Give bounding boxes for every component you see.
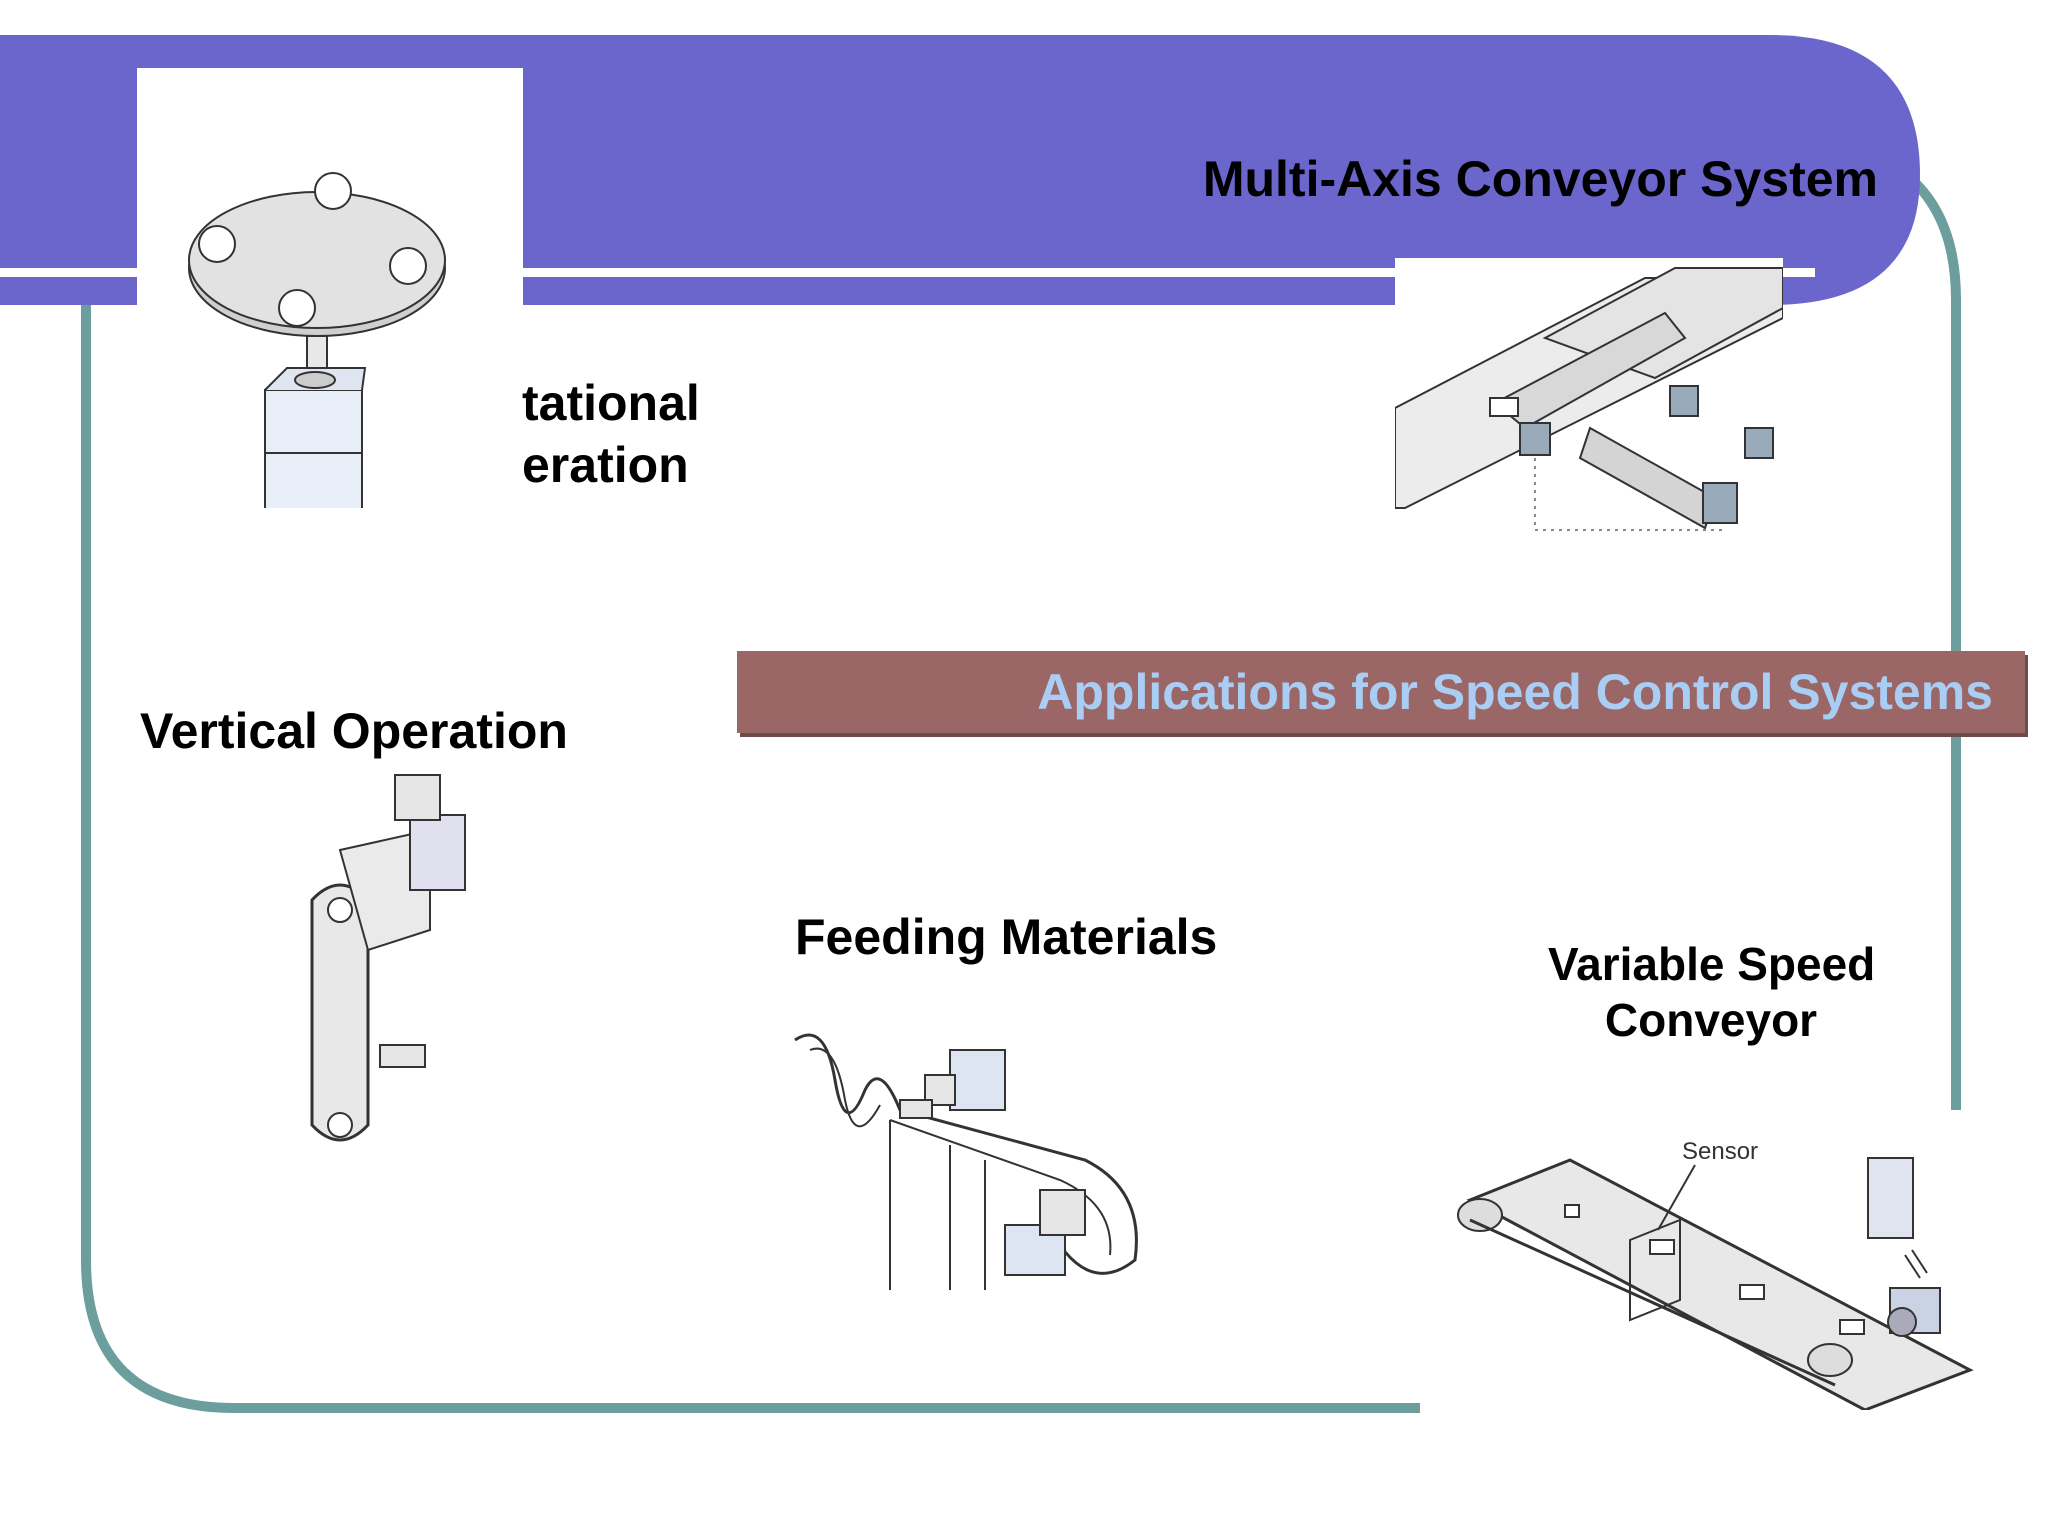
vertical-belt-drive-icon <box>310 774 466 1142</box>
sensor-label: Sensor <box>1682 1138 1759 1165</box>
slide-title: Multi-Axis Conveyor System <box>1202 151 1878 207</box>
vertical-operation-illustration <box>300 760 490 1160</box>
vertical-operation-label: Vertical Operation <box>140 703 568 759</box>
sensor-conveyor-icon <box>1457 1157 1974 1410</box>
applications-banner: Applications for Speed Control Systems <box>737 651 2025 733</box>
multi-axis-conveyor-icon <box>1395 267 1783 531</box>
multi-axis-illustration <box>1395 258 1783 540</box>
variable-speed-label-line2: Conveyor <box>1604 994 1818 1046</box>
rotary-table-illustration <box>137 68 523 508</box>
feeding-materials-label: Feeding Materials <box>795 909 1218 965</box>
material-feeder-icon <box>794 1033 1138 1290</box>
variable-speed-label: Variable Speed Conveyor <box>1548 936 1876 1048</box>
variable-speed-illustration: Sensor <box>1450 1110 1980 1410</box>
rotary-table-icon <box>188 172 446 508</box>
banner-text: Applications for Speed Control Systems <box>1037 664 1993 720</box>
rotational-label-line2: eration <box>522 437 689 493</box>
feeding-materials-illustration <box>785 1020 1170 1300</box>
rotational-label: tational eration <box>522 372 700 496</box>
variable-speed-label-line1: Variable Speed <box>1548 938 1876 990</box>
rotational-label-line1: tational <box>522 375 700 431</box>
